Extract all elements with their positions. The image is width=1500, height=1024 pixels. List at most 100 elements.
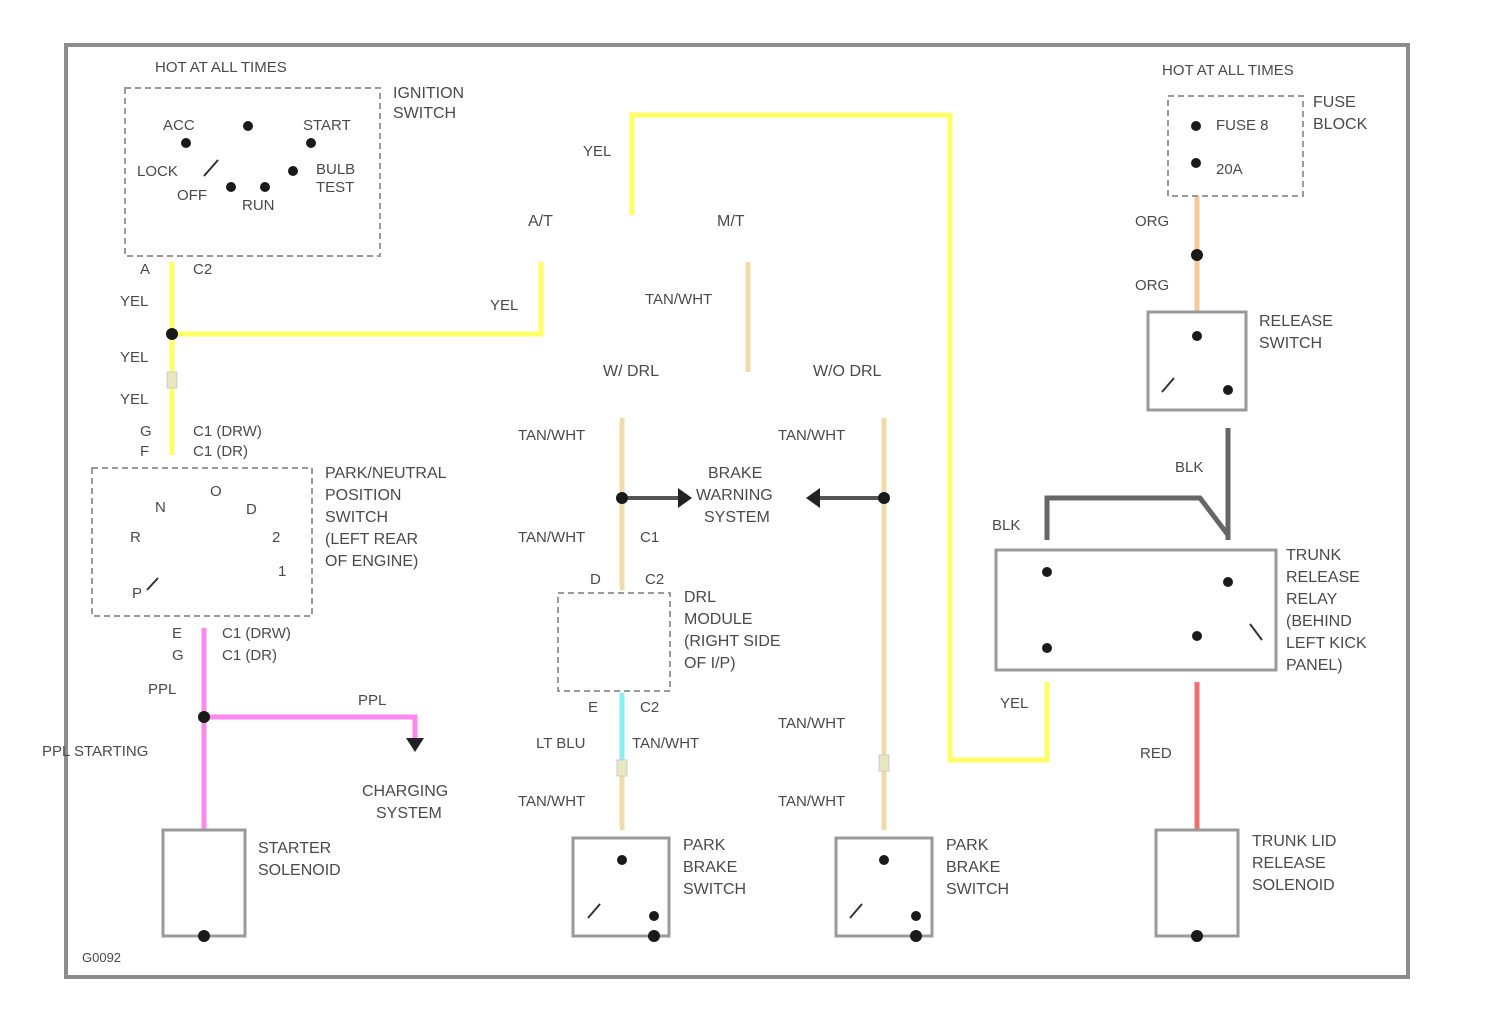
splice [878, 492, 890, 504]
pnp-pos-top: O [210, 483, 222, 500]
label-yel-relay: YEL [1000, 695, 1028, 712]
switch-contact [617, 855, 627, 865]
drl-pin-e: E [588, 699, 598, 716]
fuse-block-box [1168, 96, 1303, 196]
ignition-conn-c2: C2 [193, 261, 212, 278]
pnp-name-1: POSITION [325, 487, 401, 504]
connector-stub [617, 760, 627, 776]
ignition-name-2: SWITCH [393, 105, 456, 122]
label-tan-nodrl-2: TAN/WHT [778, 715, 845, 732]
ignition-start: START [303, 117, 351, 134]
park-brake-2-label-2: SWITCH [946, 881, 1009, 898]
drl-pin-d: D [590, 571, 601, 588]
relay-label-2: RELAY [1286, 591, 1338, 608]
label-yel-1: YEL [120, 293, 148, 310]
ignition-test: TEST [316, 179, 354, 196]
fuse-number: FUSE 8 [1216, 117, 1269, 134]
switch-contact [911, 911, 921, 921]
drl-name-1: MODULE [684, 611, 752, 628]
label-tan-drl-2: TAN/WHT [518, 529, 585, 546]
ignition-lock: LOCK [137, 163, 178, 180]
relay-contact [1192, 631, 1202, 641]
release-switch-label-0: RELEASE [1259, 313, 1333, 330]
label-org-2: ORG [1135, 277, 1169, 294]
label-blk-1: BLK [1175, 459, 1203, 476]
drl-name-2: (RIGHT SIDE [684, 633, 781, 650]
splice [166, 328, 178, 340]
label-with-drl: W/ DRL [603, 363, 659, 380]
starter-label-2: SOLENOID [258, 862, 341, 879]
trunk-release-relay-box [996, 550, 1276, 670]
pnp-name-4: OF ENGINE) [325, 553, 418, 570]
label-mt: M/T [717, 213, 745, 230]
park-brake-2-label-0: PARK [946, 837, 989, 854]
label-ppl-charging: PPL [358, 692, 386, 709]
ignition-contact [181, 138, 191, 148]
label-yel-2: YEL [120, 349, 148, 366]
pnp-c1-drw: C1 (DRW) [193, 423, 262, 440]
pnp-name-3: (LEFT REAR [325, 531, 418, 548]
label-tan-park1: TAN/WHT [518, 793, 585, 810]
ignition-hot-label: HOT AT ALL TIMES [155, 59, 287, 76]
relay-label-5: PANEL) [1286, 657, 1343, 674]
brake-warning-2: WARNING [696, 487, 773, 504]
drl-name-3: OF I/P) [684, 655, 736, 672]
drl-name-0: DRL [684, 589, 716, 606]
ground-dot [1191, 930, 1203, 942]
ignition-contact [243, 121, 253, 131]
release-switch-box [1148, 312, 1246, 410]
solenoid-label-2: SOLENOID [1252, 877, 1335, 894]
ignition-contact [288, 166, 298, 176]
pnp-pin-g: G [140, 423, 152, 440]
label-tan-mt: TAN/WHT [645, 291, 712, 308]
label-blk-2: BLK [992, 517, 1020, 534]
ground-dot [198, 930, 210, 942]
relay-label-0: TRUNK [1286, 547, 1341, 564]
solenoid-label-1: RELEASE [1252, 855, 1326, 872]
fuse-contact [1191, 158, 1201, 168]
pnp-pin-e: E [172, 625, 182, 642]
ignition-contact [260, 182, 270, 192]
charging-label-1: CHARGING [362, 783, 448, 800]
park-brake-switch-1 [573, 838, 669, 936]
label-ltblu: LT BLU [536, 735, 585, 752]
ignition-run: RUN [242, 197, 275, 214]
pnp-pos-p: P [132, 585, 142, 602]
diagram-code: G0092 [82, 950, 121, 965]
switch-contact [879, 855, 889, 865]
label-tan-drl: TAN/WHT [518, 427, 585, 444]
switch-contact [649, 911, 659, 921]
ignition-acc: ACC [163, 117, 195, 134]
drl-c2b: C2 [640, 699, 659, 716]
label-red: RED [1140, 745, 1172, 762]
label-yel-3: YEL [120, 391, 148, 408]
ground-dot [648, 930, 660, 942]
solenoid-label-0: TRUNK LID [1252, 833, 1336, 850]
fuse-contact [1191, 121, 1201, 131]
label-at: A/T [528, 213, 553, 230]
label-ppl-starting: PPL STARTING [42, 743, 148, 760]
label-tan-park2: TAN/WHT [778, 793, 845, 810]
pnp-pin-g2: G [172, 647, 184, 664]
relay-contact [1223, 577, 1233, 587]
charging-label-2: SYSTEM [376, 805, 442, 822]
relay-contact [1042, 643, 1052, 653]
fuse-amp: 20A [1216, 161, 1243, 178]
drl-c2: C2 [645, 571, 664, 588]
trunk-lid-solenoid-box [1156, 830, 1238, 936]
pnp-pos-n: N [155, 499, 166, 516]
starter-label-1: STARTER [258, 840, 331, 857]
pnp-pos-r: R [130, 529, 141, 546]
fuse-hot-label: HOT AT ALL TIMES [1162, 62, 1294, 79]
label-ppl: PPL [148, 681, 176, 698]
ignition-contact [226, 182, 236, 192]
label-tan-ltblu: TAN/WHT [632, 735, 699, 752]
park-brake-1-label-0: PARK [683, 837, 726, 854]
pnp-name-0: PARK/NEUTRAL [325, 465, 447, 482]
pnp-pin-f: F [140, 443, 149, 460]
pnp-pos-d: D [246, 501, 257, 518]
connector-stub [879, 755, 889, 771]
fuse-block-name-1: FUSE [1313, 94, 1356, 111]
pnp-name-2: SWITCH [325, 509, 388, 526]
